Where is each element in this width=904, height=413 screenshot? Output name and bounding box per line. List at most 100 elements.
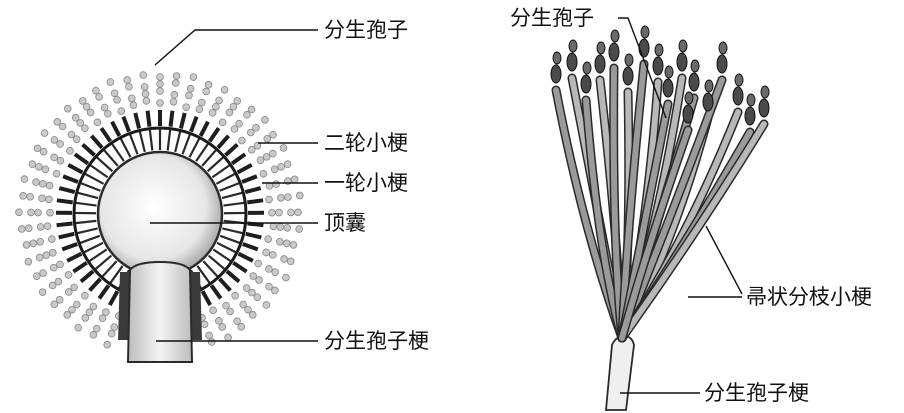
spore [94, 119, 101, 126]
spore [269, 251, 276, 258]
spore [254, 294, 261, 301]
spore [142, 90, 149, 97]
spore [75, 324, 82, 331]
spore [111, 324, 118, 331]
spore [96, 93, 103, 100]
primary-sterigma [140, 130, 145, 151]
spore [39, 180, 46, 187]
spore-tip [623, 67, 633, 85]
spore [291, 176, 298, 183]
secondary-sterigma [245, 188, 260, 192]
secondary-sterigma [247, 200, 263, 202]
secondary-sterigma [191, 117, 197, 132]
spore [43, 252, 50, 259]
label-conidiophore-right: 分生孢子梗 [704, 383, 809, 404]
primary-sterigma [103, 149, 117, 166]
spore [288, 209, 295, 216]
spore [157, 88, 164, 95]
spore-tip [597, 42, 605, 54]
primary-sterigma [88, 249, 106, 261]
spore-tip [567, 53, 577, 71]
label-vesicle: 顶囊 [324, 213, 366, 234]
secondary-sterigma [210, 128, 219, 141]
spore-tip [733, 87, 743, 105]
conidiophore-stalk [606, 336, 634, 410]
spore [203, 88, 210, 95]
spore [103, 309, 110, 316]
primary-sterigma [120, 138, 130, 158]
spore [205, 81, 212, 88]
spore [28, 209, 35, 216]
label-spores-left: 分生孢子 [324, 20, 408, 41]
primary-sterigma [150, 129, 153, 151]
spore [255, 260, 262, 267]
secondary-sterigma [148, 111, 150, 127]
spore [54, 118, 61, 125]
spore [128, 95, 135, 102]
spore-tip [685, 92, 693, 104]
spore-tip [611, 30, 619, 42]
spore [39, 195, 46, 202]
primary-sterigma [223, 203, 245, 206]
spore [253, 124, 260, 131]
secondary-sterigma [135, 113, 139, 129]
secondary-sterigma [59, 188, 74, 192]
spore [276, 238, 283, 245]
spore-tip [719, 42, 727, 54]
spore [57, 261, 64, 268]
primary-sterigma [220, 236, 241, 243]
primary-sterigma [209, 256, 226, 270]
spore [296, 226, 303, 233]
spore [270, 131, 277, 138]
spore-tip [683, 105, 693, 123]
spore [25, 258, 32, 265]
spore [101, 104, 108, 111]
spore [190, 74, 197, 81]
spore [269, 150, 276, 157]
spore [20, 192, 27, 199]
spore-tip [691, 60, 699, 72]
primary-sterigma [79, 236, 100, 243]
spore [263, 153, 270, 160]
spore [33, 179, 40, 186]
secondary-sterigma [171, 111, 173, 127]
spore [256, 277, 263, 284]
penicillium-brush [551, 26, 769, 410]
spore [225, 334, 232, 341]
secondary-sterigma [62, 244, 77, 249]
primary-sterigma [202, 149, 216, 166]
spore [284, 194, 291, 201]
spore [296, 192, 303, 199]
spore [216, 317, 223, 324]
spore-tip [569, 40, 577, 52]
primary-sterigma [102, 261, 117, 277]
label-secondary-sterigmata: 二轮小梗 [324, 133, 408, 154]
secondary-sterigma [99, 285, 108, 298]
spore [263, 249, 270, 256]
spore [114, 96, 121, 103]
spore [212, 103, 219, 110]
spore-tip [655, 44, 663, 56]
secondary-sterigma [81, 271, 93, 281]
spore [47, 209, 54, 216]
spore [234, 97, 241, 104]
spore [29, 161, 36, 168]
secondary-sterigma [225, 145, 237, 156]
spore [104, 110, 111, 117]
spore [196, 106, 203, 113]
spore [65, 272, 72, 279]
spore [284, 224, 291, 231]
spore [262, 116, 269, 123]
spore [79, 97, 86, 104]
spore [16, 209, 23, 216]
spore [46, 196, 53, 203]
spore [124, 77, 131, 84]
spore [172, 80, 179, 87]
spore [219, 324, 226, 331]
primary-sterigma [84, 173, 103, 183]
spore [25, 225, 32, 232]
spore [42, 166, 49, 173]
primary-sterigma [168, 129, 171, 151]
spore [265, 236, 272, 243]
spore [157, 81, 164, 88]
